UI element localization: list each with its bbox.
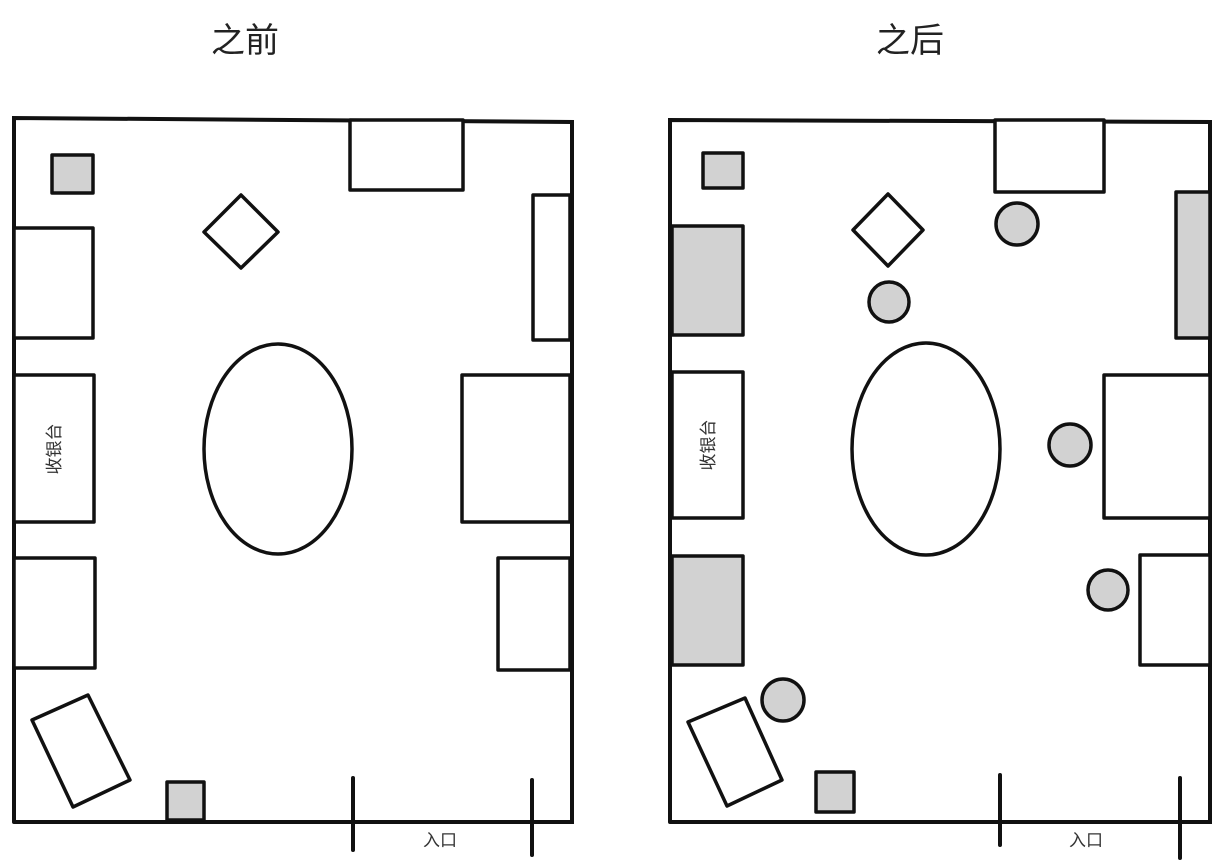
right-shelf-narrow bbox=[531, 193, 572, 342]
after-walls bbox=[668, 117, 1212, 824]
small-display-gray-bottom bbox=[814, 770, 856, 814]
round-display bbox=[867, 280, 911, 324]
left-shelf-upper-gray bbox=[670, 224, 745, 337]
left-shelf-upper bbox=[12, 226, 95, 340]
tilted-table bbox=[30, 693, 132, 809]
tilted-table bbox=[686, 696, 784, 808]
left-shelf-lower bbox=[12, 556, 97, 670]
cashier-counter bbox=[670, 370, 745, 520]
before-plan: 之前 入口 收银台 bbox=[12, 21, 574, 857]
right-shelf-middle bbox=[1102, 373, 1212, 520]
diamond-display bbox=[851, 192, 925, 268]
central-oval-display bbox=[202, 342, 354, 556]
right-shelf-narrow-gray bbox=[1174, 190, 1212, 340]
before-cashier-label: 收银台 bbox=[45, 424, 65, 475]
before-walls bbox=[12, 115, 574, 824]
after-cashier-label: 收银台 bbox=[699, 420, 719, 471]
round-display bbox=[760, 677, 806, 723]
round-display bbox=[1047, 422, 1093, 468]
top-shelf bbox=[993, 118, 1106, 194]
small-display-gray bbox=[701, 151, 745, 190]
diamond-display bbox=[202, 193, 280, 270]
right-shelf-middle bbox=[460, 373, 572, 524]
after-plan: 之后 入口 收银台 bbox=[668, 21, 1212, 860]
round-display bbox=[994, 201, 1040, 247]
left-shelf-lower-gray bbox=[670, 554, 745, 667]
cashier-counter bbox=[12, 373, 96, 524]
small-display-gray bbox=[50, 153, 95, 195]
small-display-gray-bottom bbox=[165, 780, 206, 822]
right-shelf-lower bbox=[1138, 553, 1212, 667]
after-title: 之后 bbox=[876, 21, 944, 61]
round-display bbox=[1086, 568, 1130, 612]
right-shelf-lower bbox=[496, 556, 572, 672]
central-oval-display bbox=[850, 341, 1002, 557]
after-entrance-label: 入口 bbox=[1069, 831, 1103, 851]
before-entrance-label: 入口 bbox=[423, 831, 457, 851]
top-shelf bbox=[348, 118, 465, 192]
before-title: 之前 bbox=[211, 21, 279, 61]
